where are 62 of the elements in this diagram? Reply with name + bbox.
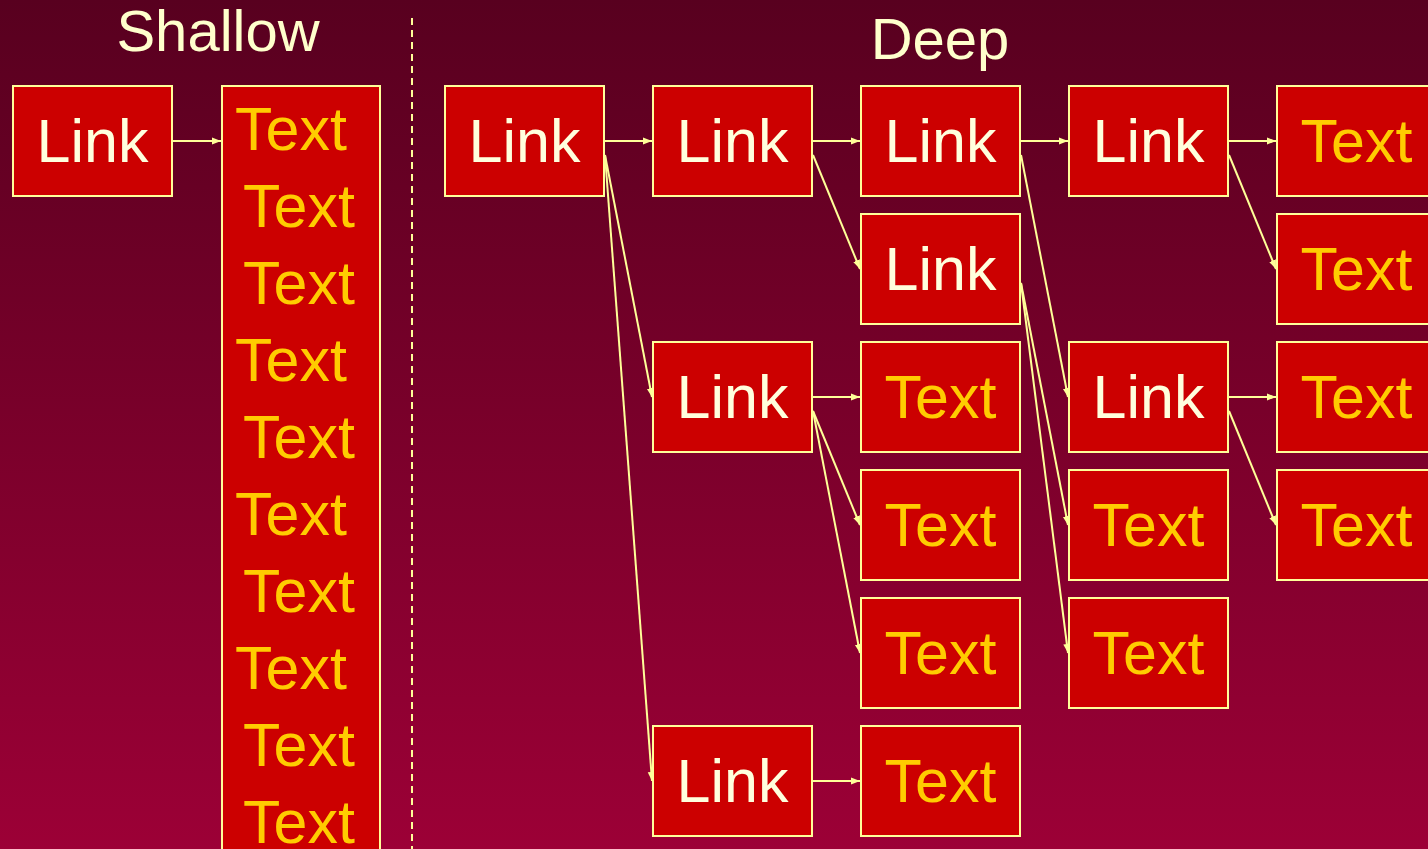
link-box: [652, 85, 813, 197]
link-label: Link: [884, 238, 997, 300]
link-box: [1068, 341, 1229, 453]
arrow: [812, 137, 861, 145]
arrow: [1228, 410, 1277, 526]
text-box: [860, 341, 1021, 453]
text-label: Text: [243, 710, 355, 781]
text-label: Text: [235, 479, 347, 550]
link-label: Link: [676, 366, 789, 428]
link-box: [860, 85, 1021, 197]
text-box: [1276, 469, 1428, 581]
link-label: Link: [884, 110, 997, 172]
text-label: Text: [235, 94, 347, 165]
link-box: [1068, 85, 1229, 197]
link-label: Link: [676, 110, 789, 172]
text-label: Text: [1092, 622, 1205, 684]
arrow: [812, 410, 861, 526]
link-label: Link: [1092, 366, 1205, 428]
link-label: Link: [36, 110, 149, 172]
text-box: [860, 725, 1021, 837]
link-box: [860, 213, 1021, 325]
link-label: Link: [676, 750, 789, 812]
text-box: [1276, 341, 1428, 453]
text-label: Text: [243, 787, 355, 849]
text-box: [860, 597, 1021, 709]
text-label: Text: [1300, 238, 1413, 300]
arrow: [812, 393, 861, 401]
arrow: [1228, 393, 1277, 401]
arrow: [604, 137, 653, 145]
arrow: [812, 154, 861, 270]
text-box: [860, 469, 1021, 581]
text-label: Text: [884, 622, 997, 684]
column-heading: Shallow: [116, 2, 320, 60]
text-label: Text: [235, 633, 347, 704]
text-label: Text: [1092, 494, 1205, 556]
link-label: Link: [468, 110, 581, 172]
arrow: [812, 777, 861, 785]
text-label: Text: [884, 494, 997, 556]
text-label: Text: [243, 402, 355, 473]
arrow: [1228, 137, 1277, 145]
link-box: [652, 725, 813, 837]
text-box: [1068, 469, 1229, 581]
arrow: [1228, 154, 1277, 270]
text-label: Text: [235, 325, 347, 396]
text-box: [1068, 597, 1229, 709]
text-label: Text: [1300, 110, 1413, 172]
text-label: Text: [243, 556, 355, 627]
text-label: Text: [884, 750, 997, 812]
text-box: [1276, 213, 1428, 325]
text-label: Text: [243, 248, 355, 319]
text-label: Text: [1300, 494, 1413, 556]
link-box: [652, 341, 813, 453]
arrow: [172, 137, 222, 145]
text-label: Text: [884, 366, 997, 428]
link-label: Link: [1092, 110, 1205, 172]
text-label: Text: [243, 171, 355, 242]
link-box: [444, 85, 605, 197]
text-list-box: [221, 85, 381, 849]
text-label: Text: [1300, 366, 1413, 428]
text-box: [1276, 85, 1428, 197]
arrow: [1020, 137, 1069, 145]
link-box: [12, 85, 173, 197]
